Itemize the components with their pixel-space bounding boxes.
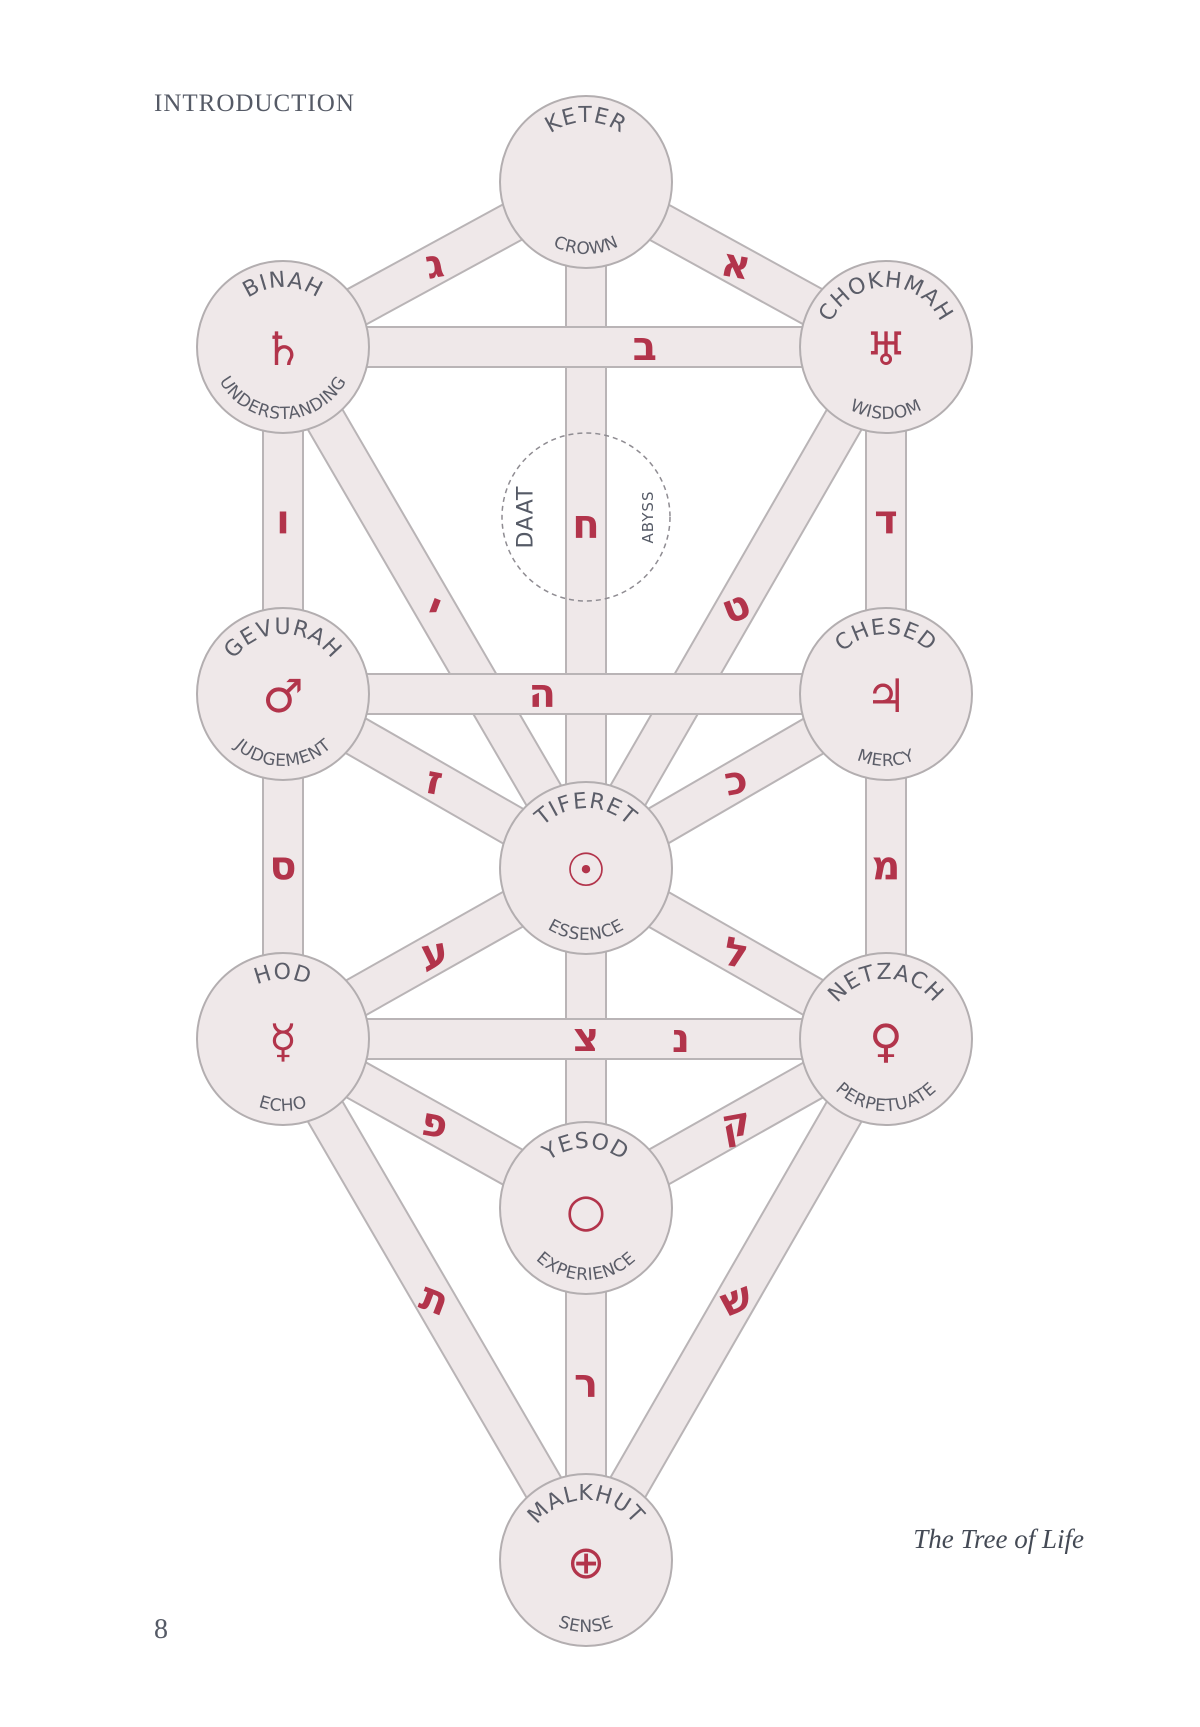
path-letter-gevurah-hod: ס bbox=[269, 844, 296, 890]
path-letter-yesod-malkhut: ר bbox=[574, 1361, 598, 1407]
path-hod-netzach bbox=[282, 1018, 887, 1060]
sephirah-circle-keter bbox=[499, 95, 673, 269]
sephirah-circle-netzach bbox=[799, 952, 973, 1126]
path-binah-chokhmah bbox=[282, 326, 887, 368]
path-band-gevurah-chesed bbox=[282, 673, 887, 715]
planet-symbol-icon-binah: ♄ bbox=[262, 322, 303, 376]
path-letter-tiferet-yesod: צ bbox=[573, 1015, 599, 1061]
path-band-binah-chokhmah bbox=[282, 326, 887, 368]
path-letter-hod-netzach: נ bbox=[672, 1016, 690, 1062]
planet-symbol-icon-yesod: ○ bbox=[566, 1183, 606, 1237]
figure-caption: The Tree of Life bbox=[913, 1524, 1084, 1554]
planet-symbol-icon-chokhmah: ♅ bbox=[865, 322, 906, 376]
sephirah-circle-hod bbox=[196, 952, 370, 1126]
path-band-hod-netzach bbox=[282, 1018, 887, 1060]
path-gevurah-chesed bbox=[282, 673, 887, 715]
planet-symbol-icon-hod: ☿ bbox=[269, 1014, 297, 1068]
planet-symbol-icon-netzach: ♀ bbox=[869, 1014, 903, 1068]
path-letter-chesed-netzach: מ bbox=[872, 844, 901, 890]
daat-label: DAAT bbox=[514, 486, 539, 549]
page-number: 8 bbox=[154, 1614, 168, 1645]
running-header: INTRODUCTION bbox=[154, 90, 355, 117]
sephirah-circle-malkhut bbox=[499, 1473, 673, 1647]
path-letter-binah-chokhmah: ב bbox=[633, 324, 657, 370]
sephirah-sub-hod: ECHO bbox=[257, 1092, 309, 1116]
path-letter-chokhmah-chesed: ד bbox=[874, 498, 898, 544]
path-letter-binah-gevurah: ו bbox=[276, 498, 290, 544]
path-letter-keter-tiferet: ח bbox=[572, 502, 599, 548]
daat-ring bbox=[501, 432, 671, 602]
planet-symbol-icon-chesed: ♃ bbox=[865, 669, 906, 723]
planet-symbol-icon-gevurah: ♂ bbox=[262, 669, 303, 723]
daat-layer: DAAT ABYSS bbox=[501, 432, 671, 602]
planet-symbol-icon-malkhut: ⊕ bbox=[567, 1535, 606, 1589]
planet-symbol-icon-tiferet: ☉ bbox=[565, 843, 606, 897]
sephirah-circle-gevurah bbox=[196, 607, 370, 781]
sephirah-circle-chesed bbox=[799, 607, 973, 781]
sephirah-circle-yesod bbox=[499, 1121, 673, 1295]
abyss-label: ABYSS bbox=[639, 491, 657, 544]
path-letter-gevurah-chesed: ה bbox=[529, 671, 556, 717]
sephirah-circle-chokhmah bbox=[799, 260, 973, 434]
sephirah-circle-tiferet bbox=[499, 781, 673, 955]
sephirah-circle-binah bbox=[196, 260, 370, 434]
